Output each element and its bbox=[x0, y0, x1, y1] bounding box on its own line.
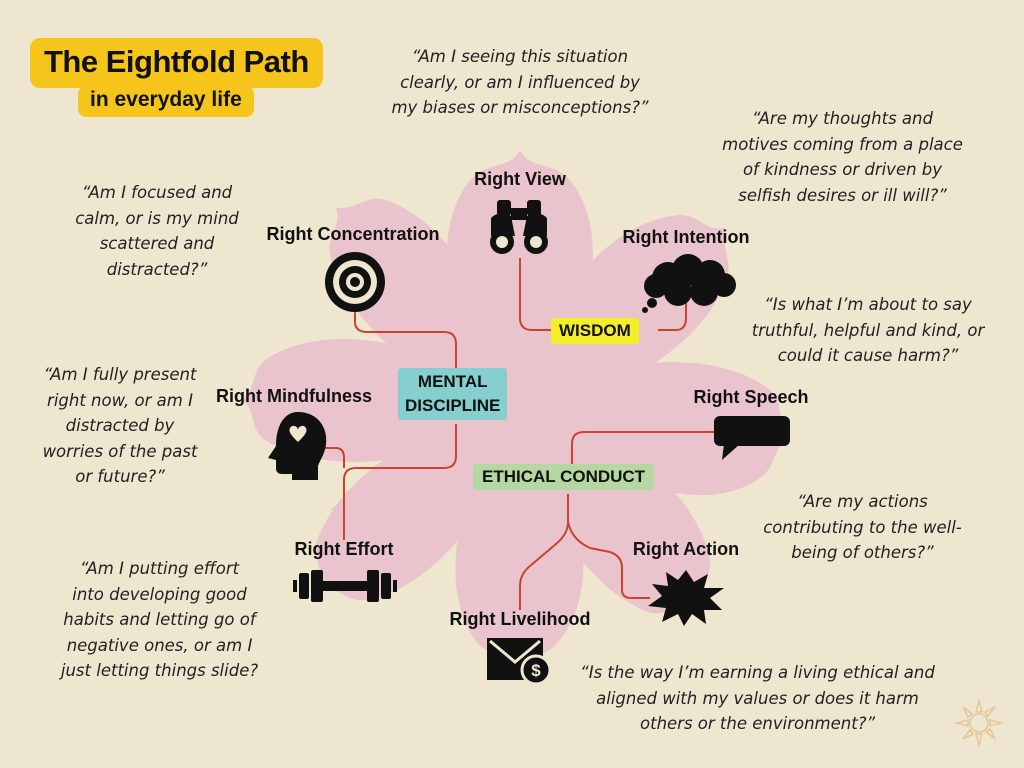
question-right-livelihood: “Is the way I’m earning a living ethical… bbox=[580, 663, 935, 733]
label-right-concentration: Right Concentration bbox=[266, 224, 440, 244]
speech-bubble-icon bbox=[714, 416, 790, 460]
petal-right bbox=[520, 362, 790, 496]
label-right-livelihood: Right Livelihood bbox=[449, 609, 591, 629]
label-right-speech: Right Speech bbox=[693, 387, 809, 407]
wisdom-tag: WISDOM bbox=[551, 318, 639, 344]
dumbbell-icon bbox=[293, 570, 397, 602]
label-right-view: Right View bbox=[474, 169, 566, 189]
connector-lines bbox=[322, 258, 715, 610]
question-right-speech: “Is what I’m about to say truthful, help… bbox=[751, 295, 985, 365]
starburst-icon bbox=[648, 570, 724, 626]
connector-right-mindfulness bbox=[322, 447, 345, 468]
mental-discipline-line-1: MENTAL bbox=[417, 372, 488, 391]
ethical-conduct-tag: ETHICAL CONDUCT bbox=[473, 464, 655, 490]
mental-discipline-line-2: DISCIPLINE bbox=[405, 396, 501, 415]
mental-discipline-tag: MENTAL DISCIPLINE bbox=[398, 368, 508, 420]
petal-top-left bbox=[329, 198, 520, 410]
label-right-action: Right Action bbox=[632, 539, 740, 559]
connector-mindfulness-effort bbox=[343, 424, 457, 540]
connector-right-view bbox=[519, 258, 551, 331]
connector-right-speech bbox=[571, 431, 715, 464]
head-heart-icon bbox=[268, 412, 327, 480]
question-right-mindfulness: “Am I fully present right now, or am I d… bbox=[42, 365, 198, 486]
connector-right-concentration bbox=[354, 312, 457, 368]
binoculars-icon bbox=[490, 200, 548, 254]
petal-bottom-right bbox=[520, 410, 711, 614]
petal-extra-2 bbox=[330, 410, 520, 512]
svg-text:$: $ bbox=[531, 661, 541, 680]
page-title: The Eightfold Path bbox=[30, 38, 323, 88]
question-right-view: “Am I seeing this situation clearly, or … bbox=[391, 47, 649, 117]
sun-logo bbox=[953, 697, 1005, 749]
thought-cloud-icon bbox=[642, 254, 736, 313]
money-envelope-icon: $ bbox=[487, 638, 552, 686]
label-right-intention: Right Intention bbox=[622, 227, 750, 247]
label-right-mindfulness: Right Mindfulness bbox=[216, 386, 372, 406]
connector-right-action bbox=[567, 521, 650, 599]
petal-extra-1 bbox=[520, 288, 700, 410]
question-right-effort: “Am I putting effort into developing goo… bbox=[60, 559, 259, 680]
question-right-action: “Are my actions contributing to the well… bbox=[763, 492, 962, 562]
target-icon bbox=[325, 252, 385, 312]
question-right-intention: “Are my thoughts and motives coming from… bbox=[722, 109, 963, 205]
label-right-effort: Right Effort bbox=[294, 539, 394, 559]
connector-right-intention bbox=[658, 303, 687, 331]
connector-right-livelihood bbox=[519, 521, 569, 610]
question-right-concentration: “Am I focused and calm, or is my mind sc… bbox=[75, 183, 239, 279]
page-subtitle: in everyday life bbox=[78, 86, 254, 117]
